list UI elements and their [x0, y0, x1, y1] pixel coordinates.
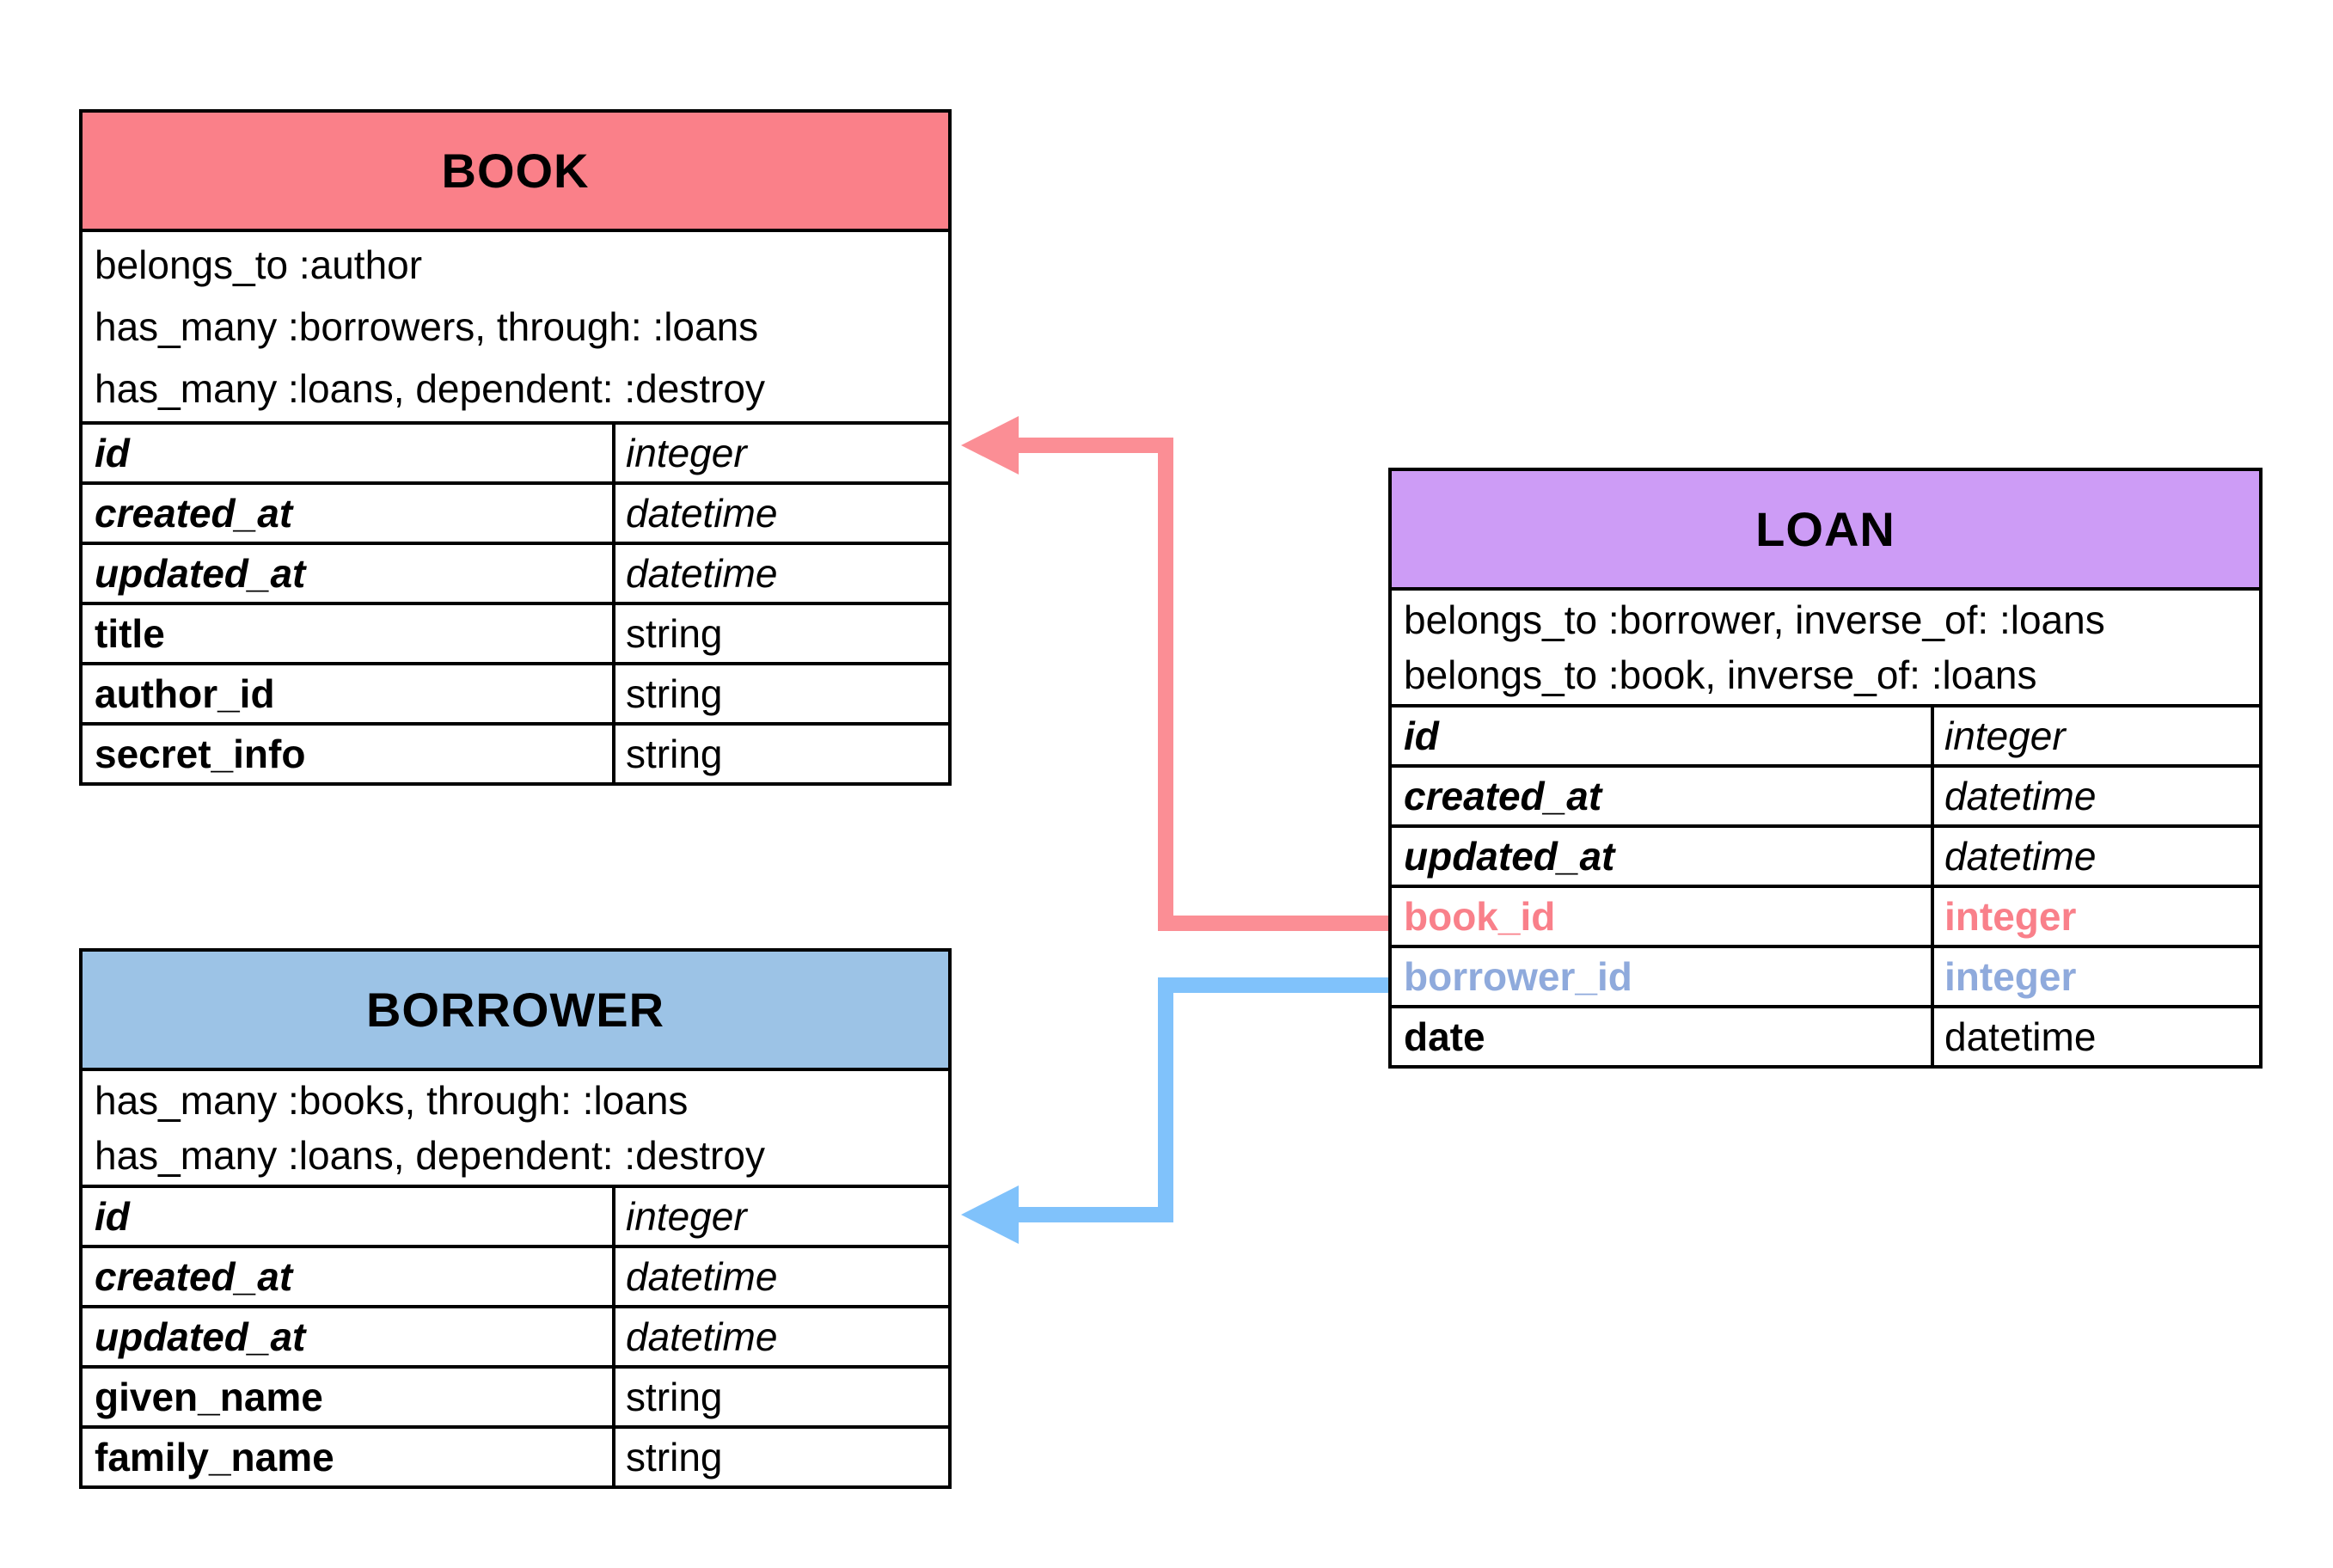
loan-book-connector-segment	[1014, 438, 1173, 453]
borrower-table: BORROWER has_many :books, through: :loan…	[79, 948, 952, 1489]
attr-type: string	[612, 1369, 948, 1425]
loan-table-title: LOAN	[1755, 502, 1895, 556]
attr-type: datetime	[612, 485, 948, 542]
loan-book-connector-segment	[1166, 916, 1388, 931]
attr-type: datetime	[612, 1248, 948, 1305]
book-attr-row-id: id integer	[83, 421, 948, 481]
book-attr-row-title: title string	[83, 602, 948, 662]
loan-borrower-connector-segment	[1158, 977, 1173, 1222]
borrower-attr-row-id: id integer	[83, 1185, 948, 1245]
borrower-table-title: BORROWER	[365, 983, 665, 1037]
borrower-table-header: BORROWER	[83, 952, 948, 1068]
attr-name: id	[95, 431, 130, 475]
attr-type: integer	[1931, 948, 2259, 1005]
loan-association-line: belongs_to :book, inverse_of: :loans	[1404, 652, 2037, 697]
attr-type: integer	[1931, 888, 2259, 945]
attr-type: integer	[612, 425, 948, 481]
book-association-line: has_many :borrowers, through: :loans	[95, 304, 759, 349]
book-attr-row-updated-at: updated_at datetime	[83, 542, 948, 602]
book-attr-row-author-id: author_id string	[83, 662, 948, 722]
book-association-line: belongs_to :author	[95, 242, 423, 287]
borrower-attr-row-created-at: created_at datetime	[83, 1245, 948, 1305]
loan-borrower-connector-segment	[1014, 1207, 1173, 1222]
loan-attr-row-borrower-id: borrower_id integer	[1392, 945, 2259, 1005]
loan-attr-row-updated-at: updated_at datetime	[1392, 824, 2259, 885]
borrower-attr-row-given-name: given_name string	[83, 1365, 948, 1425]
attr-name: updated_at	[95, 551, 306, 596]
attr-name: secret_info	[95, 732, 306, 776]
attr-name: created_at	[95, 1254, 293, 1299]
borrower-associations: has_many :books, through: :loans has_man…	[83, 1068, 948, 1185]
attr-type: string	[612, 665, 948, 722]
attr-name: title	[95, 611, 165, 656]
attr-name: updated_at	[1404, 834, 1615, 879]
loan-table: LOAN belongs_to :borrower, inverse_of: :…	[1388, 468, 2263, 1069]
attr-name: id	[1404, 714, 1439, 758]
book-association-line: has_many :loans, dependent: :destroy	[95, 366, 765, 411]
attr-type: datetime	[1931, 768, 2259, 824]
attr-name: given_name	[95, 1375, 323, 1419]
attr-name: date	[1404, 1014, 1485, 1059]
attr-name: family_name	[95, 1435, 334, 1479]
loan-table-header: LOAN	[1392, 471, 2259, 587]
attr-type: datetime	[1931, 1008, 2259, 1065]
attr-type: integer	[612, 1188, 948, 1245]
loan-book-arrowhead-icon	[961, 416, 1019, 475]
loan-attr-row-created-at: created_at datetime	[1392, 764, 2259, 824]
attr-name: created_at	[1404, 774, 1602, 818]
attr-name: id	[95, 1194, 130, 1239]
loan-association-line: belongs_to :borrower, inverse_of: :loans	[1404, 597, 2105, 642]
loan-borrower-arrowhead-icon	[961, 1185, 1019, 1244]
attr-type: datetime	[612, 545, 948, 602]
book-table-header: BOOK	[83, 113, 948, 229]
book-associations: belongs_to :author has_many :borrowers, …	[83, 229, 948, 421]
loan-attr-row-date: date datetime	[1392, 1005, 2259, 1065]
borrower-association-line: has_many :books, through: :loans	[95, 1078, 689, 1123]
attr-type: string	[612, 1429, 948, 1485]
attr-name: borrower_id	[1404, 954, 1632, 999]
attr-type: datetime	[1931, 828, 2259, 885]
book-table: BOOK belongs_to :author has_many :borrow…	[79, 109, 952, 786]
loan-attr-row-book-id: book_id integer	[1392, 885, 2259, 945]
borrower-attr-row-family-name: family_name string	[83, 1425, 948, 1485]
loan-attr-row-id: id integer	[1392, 704, 2259, 764]
attr-name: author_id	[95, 671, 275, 716]
loan-associations: belongs_to :borrower, inverse_of: :loans…	[1392, 587, 2259, 704]
attr-name: updated_at	[95, 1314, 306, 1359]
loan-borrower-connector-segment	[1166, 977, 1388, 993]
attr-type: string	[612, 605, 948, 662]
attr-name: created_at	[95, 491, 293, 536]
borrower-attr-row-updated-at: updated_at datetime	[83, 1305, 948, 1365]
borrower-association-line: has_many :loans, dependent: :destroy	[95, 1133, 765, 1178]
attr-type: integer	[1931, 707, 2259, 764]
attr-type: string	[612, 726, 948, 782]
loan-book-connector-segment	[1158, 438, 1173, 931]
book-table-title: BOOK	[441, 144, 590, 198]
book-attr-row-secret-info: secret_info string	[83, 722, 948, 782]
attr-type: datetime	[612, 1308, 948, 1365]
attr-name: book_id	[1404, 894, 1556, 939]
book-attr-row-created-at: created_at datetime	[83, 481, 948, 542]
